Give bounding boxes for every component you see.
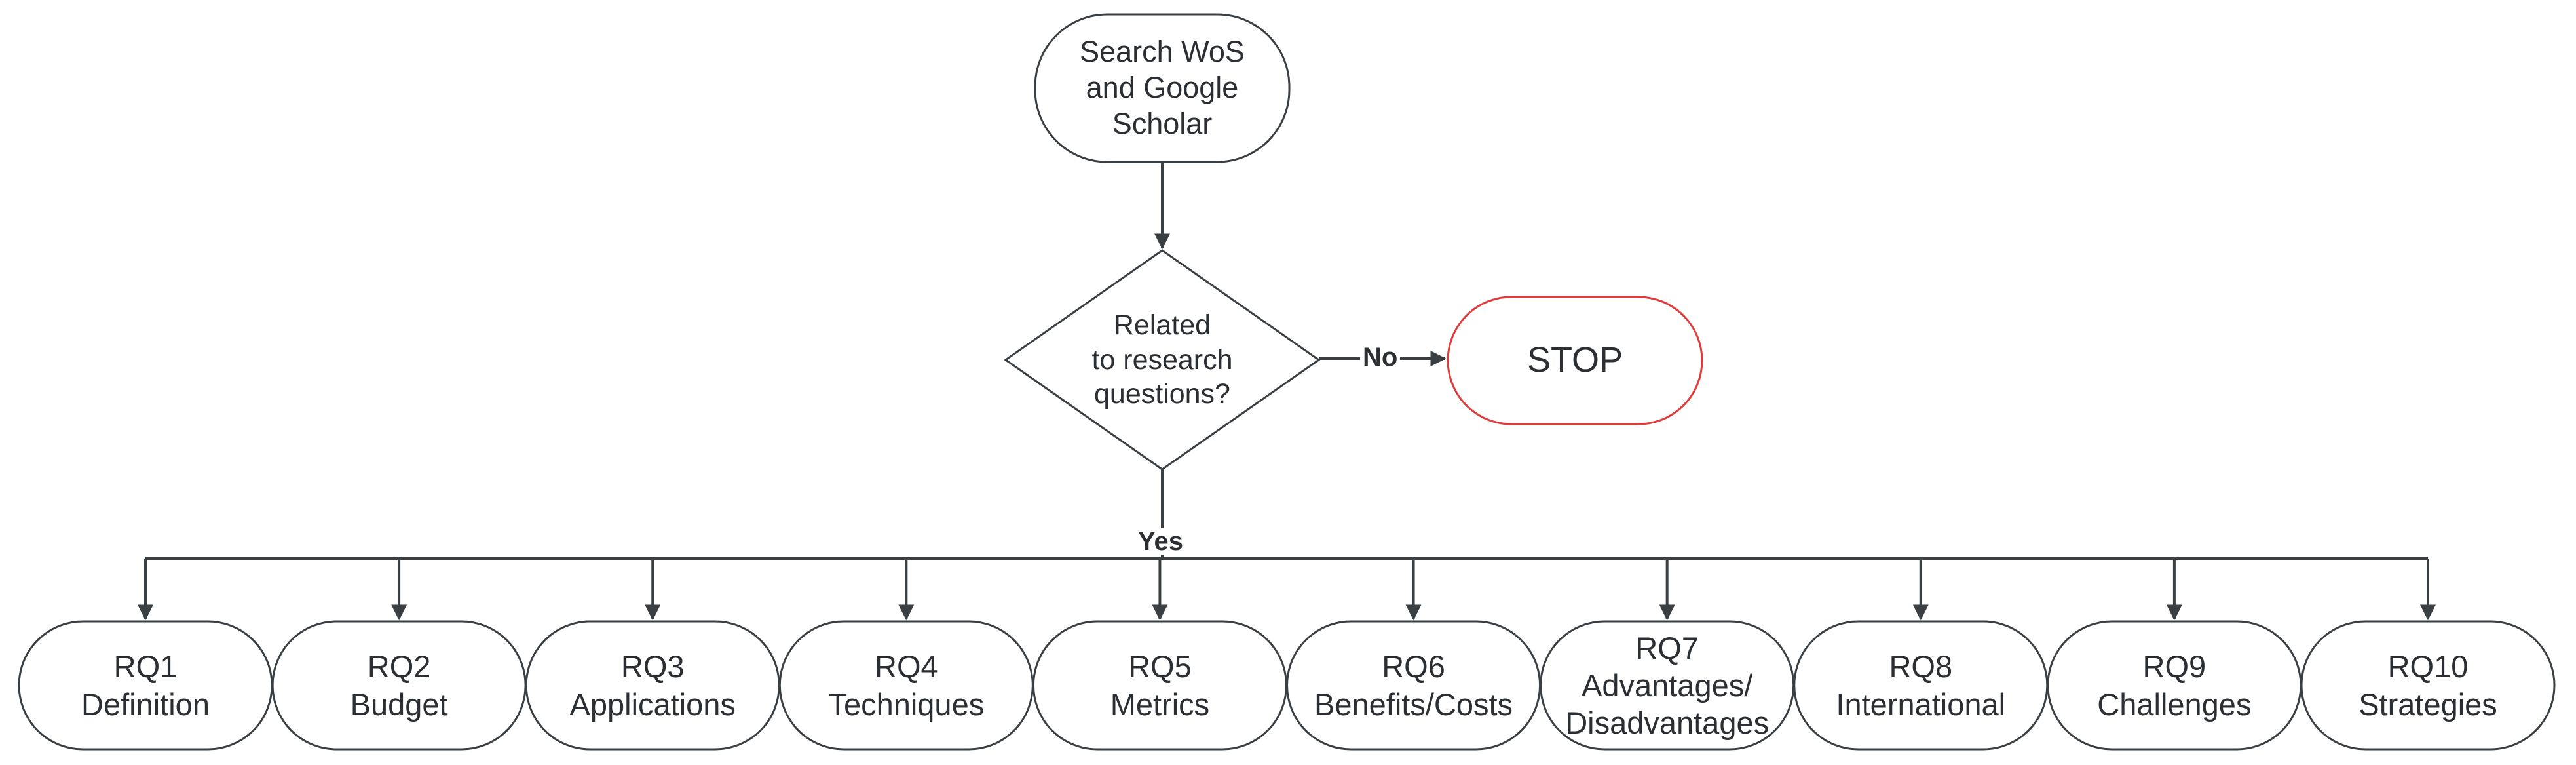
rq2-node-line: Budget (350, 686, 448, 722)
rq2-node-line: RQ2 (367, 649, 431, 684)
rq9-node-line: RQ9 (2142, 649, 2207, 684)
rq3-node-line: Applications (569, 686, 736, 722)
rq6-node-line: RQ6 (1382, 649, 1445, 684)
rq3-node-line: RQ3 (620, 649, 685, 684)
decision-node: Related to research questions? (1045, 282, 1279, 438)
rq1-node-line: RQ1 (113, 649, 178, 684)
edge-label-no: No (1360, 344, 1401, 370)
decision-node-line: to research (1091, 343, 1233, 376)
stop-node-label: STOP (1526, 340, 1623, 380)
rq6-node-line: Benefits/Costs (1314, 686, 1513, 722)
rq7-node-line: RQ7 (1635, 630, 1699, 665)
start-node: Search WoS and Google Scholar (1035, 14, 1289, 162)
rq5-node-line: RQ5 (1128, 649, 1192, 684)
start-node-line: Search WoS (1080, 35, 1245, 69)
decision-node-line: questions? (1093, 378, 1230, 410)
rq8-node-line: International (1836, 686, 2006, 722)
rq10-node-line: RQ10 (2387, 649, 2469, 684)
rq-branches (138, 559, 2436, 621)
rq8-node-line: RQ8 (1889, 649, 1953, 684)
start-node-line: and Google (1086, 71, 1239, 105)
rq10-node-shape (2300, 620, 2556, 751)
rq7-node-line: Disadvantages (1565, 705, 1770, 741)
rq1-node-line: Definition (81, 686, 210, 722)
rq4-node-line: RQ4 (875, 649, 938, 684)
rq9-node-line: Challenges (2097, 686, 2252, 722)
stop-node: STOP (1448, 297, 1702, 424)
rq5-node-line: Metrics (1110, 686, 1210, 722)
rq10-node-line: Strategies (2358, 686, 2497, 722)
start-node-line: Scholar (1112, 106, 1213, 140)
rq4-node-line: Techniques (828, 686, 985, 722)
decision-node-line: Related (1113, 309, 1211, 342)
rq-node-shapes (18, 620, 2556, 751)
edge-label-yes: Yes (1135, 528, 1186, 555)
rq7-node-line: Advantages/ (1581, 667, 1753, 703)
stop-node-shape (1447, 296, 1703, 425)
